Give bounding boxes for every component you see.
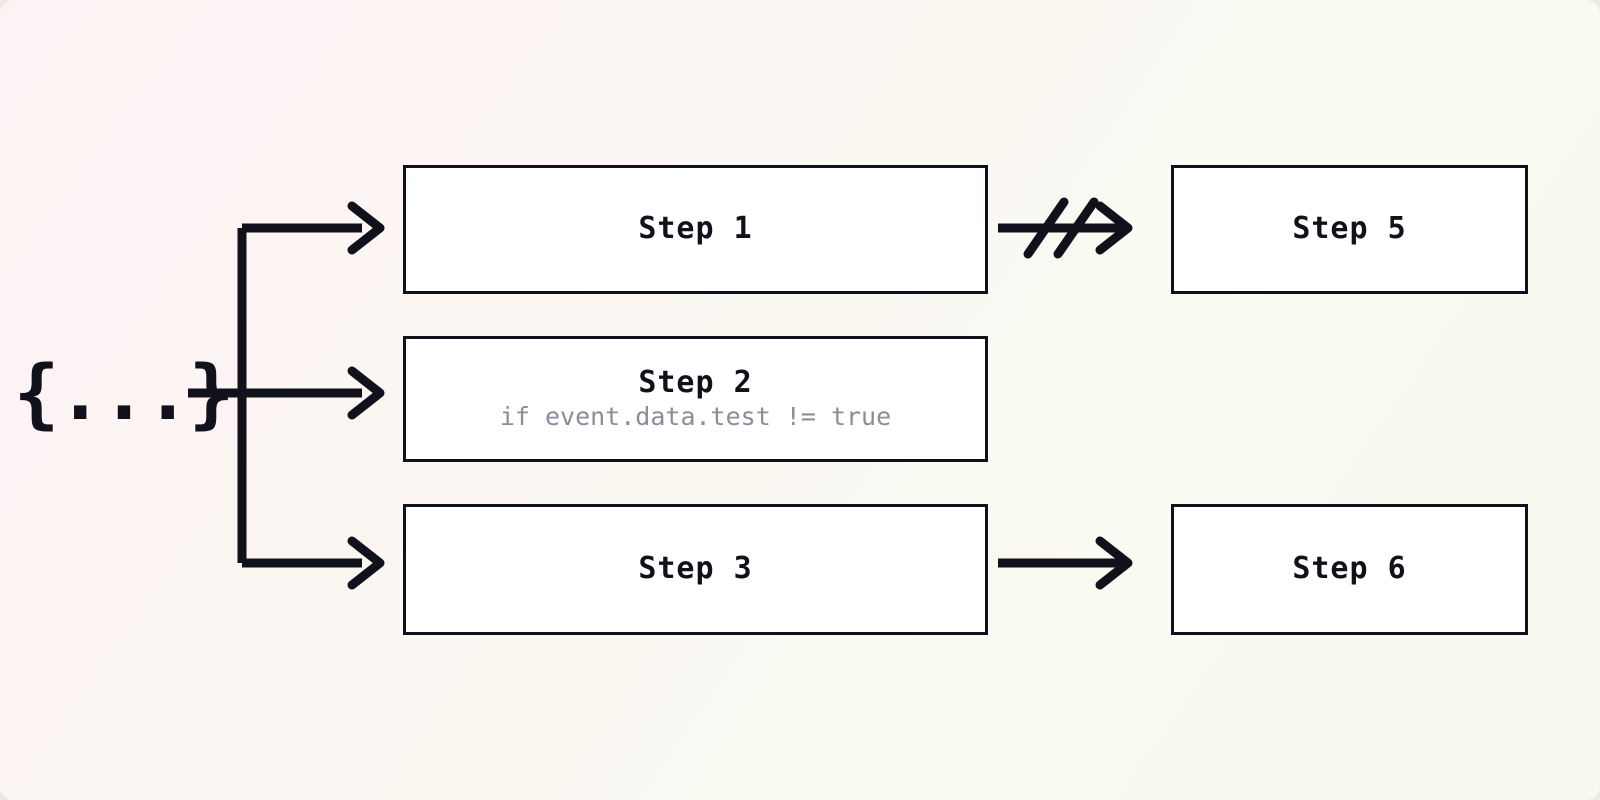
node-step-5-title: Step 5 — [1292, 211, 1407, 247]
node-step-2-condition: if event.data.test != true — [499, 402, 892, 432]
node-step-2-title: Step 2 — [638, 364, 753, 400]
node-step-2[interactable]: Step 2 if event.data.test != true — [403, 336, 988, 462]
json-payload-icon: {...} — [13, 348, 235, 437]
node-step-5[interactable]: Step 5 — [1171, 165, 1528, 294]
node-step-1-title: Step 1 — [638, 211, 753, 247]
arrowhead-to-step-2 — [347, 366, 385, 420]
arrowhead-to-step-6 — [1095, 536, 1133, 590]
node-step-3-title: Step 3 — [638, 551, 753, 587]
arrowhead-to-step-5 — [1095, 201, 1133, 255]
edge-step-3-to-step-6 — [998, 536, 1133, 590]
node-step-3[interactable]: Step 3 — [403, 504, 988, 635]
node-step-1[interactable]: Step 1 — [403, 165, 988, 294]
arrowhead-to-step-3 — [347, 536, 385, 590]
double-slash-icon — [1023, 197, 1099, 259]
arrowhead-to-step-1 — [347, 201, 385, 255]
node-step-6-title: Step 6 — [1292, 551, 1407, 587]
node-step-6[interactable]: Step 6 — [1171, 504, 1528, 635]
edge-step-1-to-step-5 — [998, 197, 1133, 259]
